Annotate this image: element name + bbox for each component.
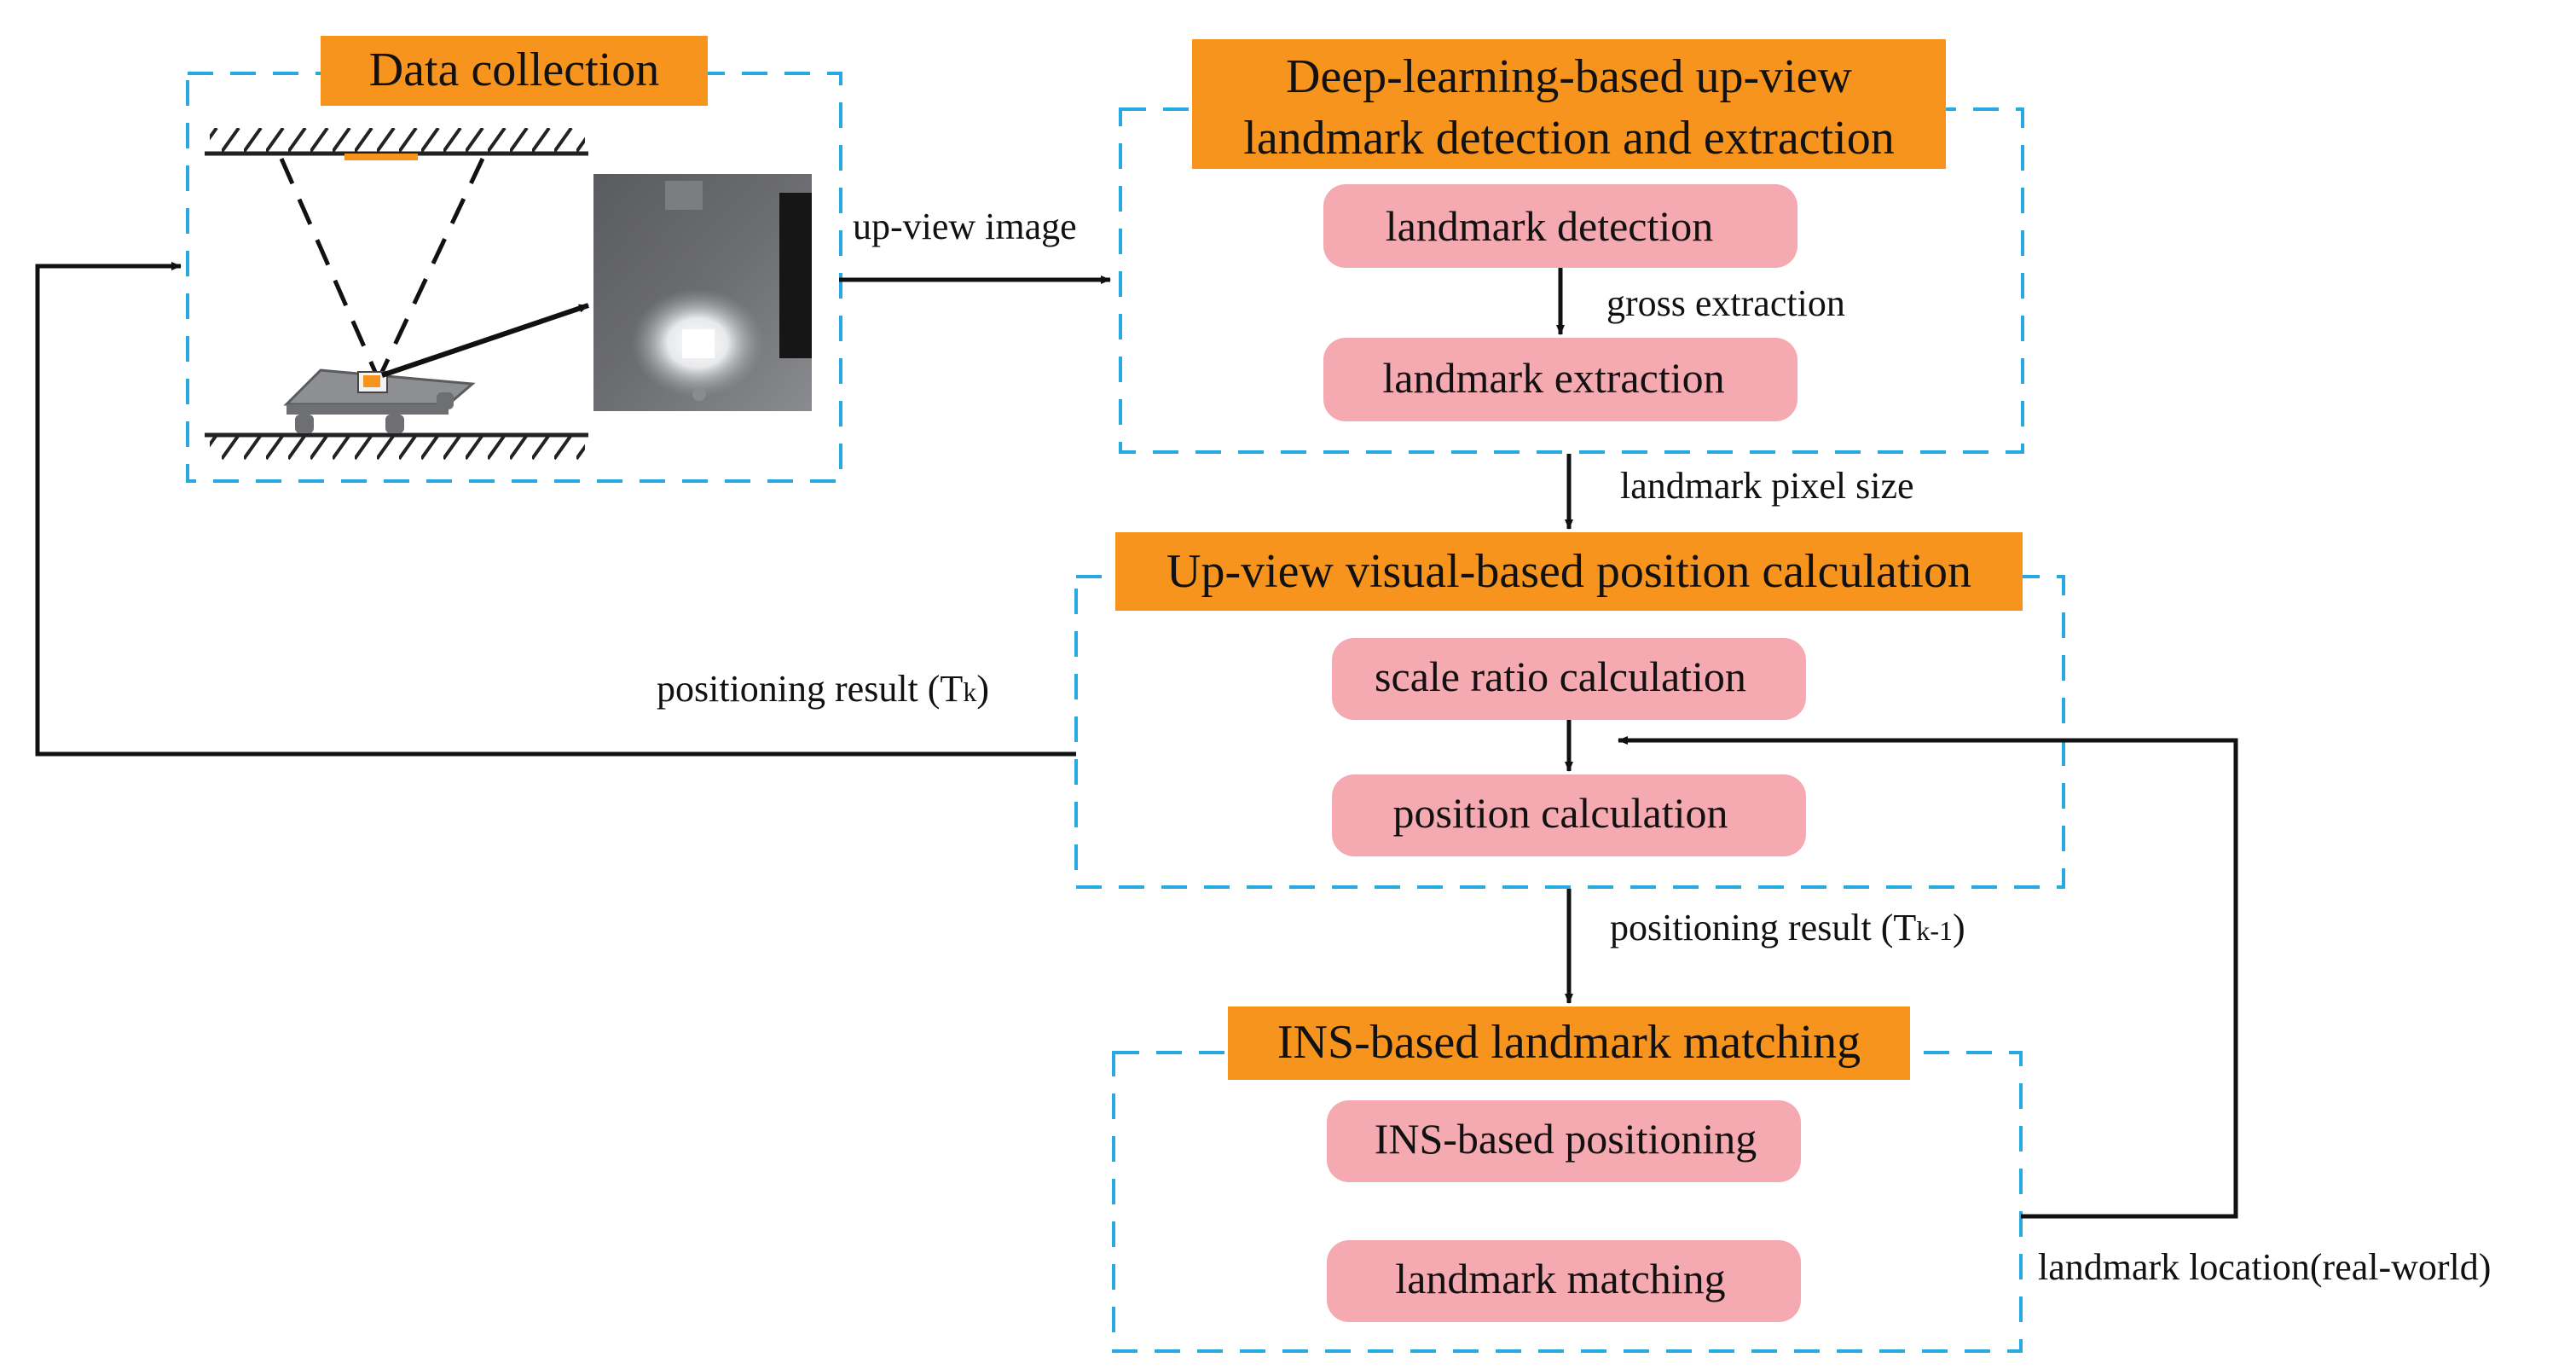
position-title: Up-view visual-based position calculatio… xyxy=(1115,532,2023,611)
floor-hatch-icon xyxy=(205,432,588,461)
matching-section xyxy=(1112,1051,2023,1353)
landmark-pixel-size-label: landmark pixel size xyxy=(1620,465,1914,507)
landmark-detection-step: landmark detection xyxy=(1323,184,1797,268)
data-collection-section xyxy=(186,72,842,483)
landmark-matching-label: landmark matching xyxy=(1395,1255,1725,1302)
detection-title-line2: landmark detection and extraction xyxy=(1243,112,1894,165)
data-collection-title-text: Data collection xyxy=(369,44,660,96)
scale-ratio-label: scale ratio calculation xyxy=(1375,653,1746,700)
landmark-location-label: landmark location(real-world) xyxy=(2038,1246,2491,1288)
landmark-detection-label: landmark detection xyxy=(1386,202,1714,250)
position-calculation-label: position calculation xyxy=(1393,789,1728,837)
gross-extraction-label: gross extraction xyxy=(1606,282,1845,324)
upview-image-label: up-view image xyxy=(853,206,1077,247)
up-view-photo-icon xyxy=(593,174,812,411)
camera-view-cone-icon xyxy=(279,157,485,374)
matching-title: INS-based landmark matching xyxy=(1228,1006,1910,1080)
edge-landmark-location xyxy=(1618,736,2238,1219)
ins-positioning-label: INS-based positioning xyxy=(1375,1115,1757,1163)
ceiling-light-icon xyxy=(344,154,418,160)
matching-title-text: INS-based landmark matching xyxy=(1277,1016,1861,1069)
positioning-result-tk1-label: positioning result (Tk-1) xyxy=(1610,907,1965,948)
ins-positioning-step: INS-based positioning xyxy=(1327,1100,1801,1182)
position-title-text: Up-view visual-based position calculatio… xyxy=(1166,545,1971,598)
robot-cart-icon xyxy=(283,368,476,433)
detection-title: Deep-learning-based up-view landmark det… xyxy=(1192,39,1946,169)
landmark-matching-step: landmark matching xyxy=(1327,1240,1801,1322)
edge-positioning-result-tk xyxy=(35,262,1076,757)
scale-ratio-step: scale ratio calculation xyxy=(1332,638,1806,720)
position-calculation-step: position calculation xyxy=(1332,774,1806,856)
positioning-result-tk-label: positioning result (Tk) xyxy=(657,668,989,710)
landmark-extraction-label: landmark extraction xyxy=(1382,354,1724,402)
detection-title-line1: Deep-learning-based up-view xyxy=(1286,50,1852,103)
photo-pointer-arrow xyxy=(381,303,589,378)
ceiling-hatch-icon xyxy=(205,128,588,160)
landmark-extraction-step: landmark extraction xyxy=(1323,338,1797,421)
data-collection-title: Data collection xyxy=(321,36,708,106)
